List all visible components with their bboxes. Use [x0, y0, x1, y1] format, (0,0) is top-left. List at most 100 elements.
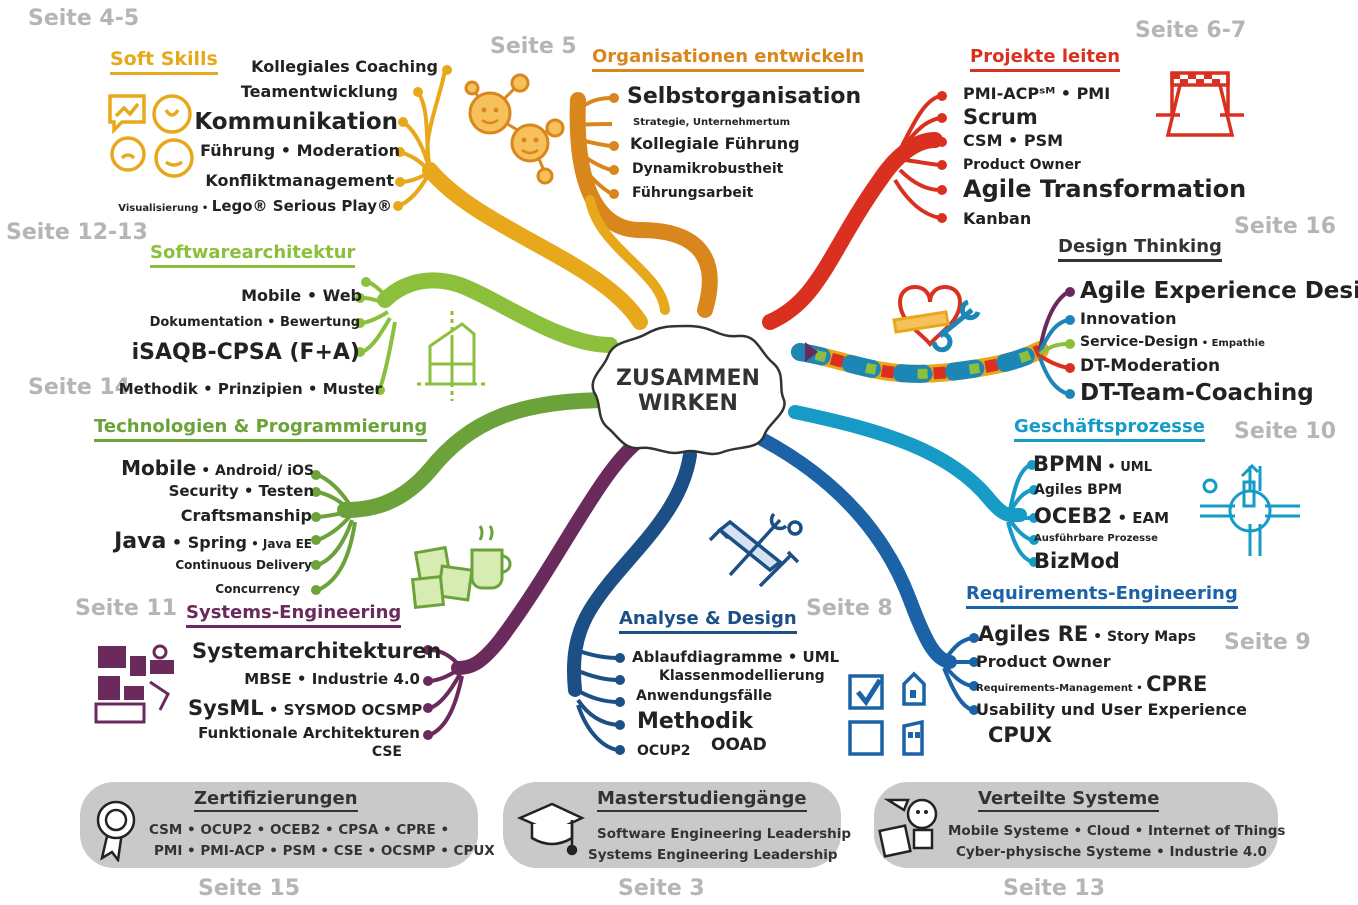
- center-label-line2: WIRKEN: [638, 391, 738, 416]
- branch-soft-skills: [422, 162, 648, 330]
- software-title: Softwarearchitektur: [150, 244, 356, 268]
- soft-skills-item-2: Teamentwicklung: [240, 82, 398, 101]
- page-label-soft-skills: Seite 4-5: [28, 6, 140, 31]
- re-item-1: Agiles RE • Story Maps: [978, 624, 1196, 645]
- se-item-4: Funktionale Architekturen: [198, 724, 420, 742]
- gp-item-3-big: OCEB2: [1034, 504, 1113, 528]
- center-label-line1: ZUSAMMEN: [616, 366, 760, 391]
- tech-row-1-big: Mobile: [121, 456, 197, 480]
- org-item-1: Selbstorganisation: [627, 84, 862, 109]
- soft-skills-item-6-big: Lego® Serious Play®: [211, 197, 392, 215]
- speech-bubbles-icon: [102, 88, 198, 184]
- se-item-3: SysML • SYSMOD OCSMP: [188, 698, 422, 719]
- projekte-title: Projekte leiten: [970, 48, 1121, 72]
- soft-skills-item-3: Kommunikation: [194, 109, 398, 135]
- gp-title: Geschäftsprozesse: [1014, 418, 1205, 442]
- projekte-item-2: Scrum: [963, 105, 1038, 129]
- software-item-1: Mobile • Web: [241, 286, 362, 305]
- design-item-4: DT-Moderation: [1080, 356, 1221, 376]
- re-item-1-small: • Story Maps: [1088, 629, 1196, 645]
- tech-row-5: Continuous Delivery: [175, 558, 312, 572]
- gp-item-2: Agiles BPM: [1034, 482, 1123, 498]
- soft-skills-item-6-small: Visualisierung •: [118, 203, 212, 214]
- zertifizierungen-line-1: CSM • OCUP2 • OCEB2 • CPSA • CPRE •: [149, 822, 450, 838]
- soft-skills-item-1: Kollegiales Coaching: [251, 57, 438, 76]
- se-item-3-small: • SYSMOD OCSMP: [263, 701, 423, 719]
- master-line-1: Software Engineering Leadership: [597, 826, 852, 842]
- page-label-verteilte: Seite 13: [1003, 876, 1106, 901]
- soft-skills-item-6: Visualisierung • Lego® Serious Play®: [118, 198, 392, 214]
- software-item-2: Dokumentation • Bewertung: [149, 315, 360, 330]
- page-label-software: Seite 12-13: [6, 220, 148, 245]
- re-item-1-big: Agiles RE: [978, 622, 1089, 646]
- software-item-3: iSAQB-CPSA (F+A): [131, 340, 360, 365]
- tech-title: Technologien & Programmierung: [94, 418, 428, 442]
- page-label-analyse: Seite 8: [806, 596, 893, 621]
- verteilte-line-1: Mobile Systeme • Cloud • Internet of Thi…: [948, 823, 1286, 839]
- gp-item-3-small: • EAM: [1112, 509, 1170, 527]
- verteilte-pill: [874, 782, 1278, 868]
- gp-item-1-small: • UML: [1102, 460, 1153, 475]
- org-item-3: Kollegiale Führung: [630, 134, 800, 153]
- design-item-3: Service-Design • Empathie: [1080, 335, 1265, 349]
- gp-item-1: BPMN • UML: [1033, 454, 1152, 475]
- tech-row-4: Java • Spring • Java EE: [114, 531, 312, 553]
- page-label-master: Seite 3: [618, 876, 705, 901]
- finish-line-icon: [1150, 65, 1250, 149]
- se-item-5: CSE: [371, 744, 402, 760]
- ad-item-5: OCUP2: [637, 743, 691, 759]
- tech-row-3: Craftsmanship: [180, 506, 312, 525]
- design-item-3-sub: • Empathie: [1198, 338, 1265, 349]
- checklist-icon: [846, 668, 942, 762]
- org-title: Organisationen entwickeln: [592, 48, 865, 72]
- page-label-technologien: Seite 14: [28, 375, 131, 400]
- tech-row-4-big: Java: [114, 529, 167, 554]
- master-line-2: Systems Engineering Leadership: [588, 847, 838, 863]
- page-label-organisation: Seite 5: [490, 34, 577, 59]
- page-label-requirements: Seite 9: [1224, 630, 1311, 655]
- tech-row-6: Concurrency: [215, 582, 300, 596]
- re-item-2: Product Owner: [976, 652, 1111, 671]
- code-coffee-icon: [410, 520, 520, 614]
- page-label-projekte: Seite 6-7: [1135, 18, 1247, 43]
- projekte-item-3: CSM • PSM: [963, 131, 1064, 150]
- design-item-5: DT-Team-Coaching: [1080, 380, 1314, 406]
- tools-icon: [700, 500, 810, 604]
- soft-skills-title: Soft Skills: [110, 50, 218, 75]
- ad-item-4: Methodik: [637, 709, 754, 734]
- re-item-4: Usability und User Experience: [976, 700, 1248, 719]
- org-item-4: Dynamikrobustheit: [632, 161, 784, 177]
- re-item-3-big: CPRE: [1146, 672, 1208, 696]
- re-item-3-small: Requirements-Management •: [976, 683, 1147, 694]
- projekte-item-5: Agile Transformation: [963, 175, 1247, 203]
- zertifizierungen-pill: [80, 782, 478, 868]
- soft-skills-item-5: Konfliktmanagement: [205, 171, 394, 190]
- verteilte-title: Verteilte Systeme: [978, 790, 1160, 812]
- gp-item-5: BizMod: [1034, 549, 1120, 573]
- design-item-2: Innovation: [1080, 309, 1177, 328]
- tech-row-1-small: • Android/ iOS: [196, 463, 314, 479]
- re-title: Requirements-Engineering: [966, 585, 1238, 609]
- projekte-item-1: PMI-ACPˢᴹ • PMI: [963, 84, 1111, 103]
- architecture-axes-icon: [412, 306, 492, 410]
- projekte-item-6: Kanban: [963, 209, 1032, 228]
- center-label: ZUSAMMEN WIRKEN: [588, 366, 788, 416]
- ad-item-2: Klassenmodellierung: [659, 668, 825, 684]
- tech-row-4-small: • Java EE: [246, 537, 312, 551]
- design-item-1: Agile Experience Design: [1080, 278, 1358, 304]
- award-ribbon-icon: [92, 798, 142, 866]
- master-title: Masterstudiengänge: [597, 790, 807, 812]
- se-item-3-big: SysML: [188, 696, 264, 720]
- soft-skills-item-4: Führung • Moderation: [200, 141, 400, 160]
- gp-item-1-big: BPMN: [1033, 452, 1103, 476]
- gp-item-4: Ausführbare Prozesse: [1034, 533, 1158, 544]
- center-node: ZUSAMMEN WIRKEN: [588, 318, 788, 458]
- system-blocks-icon: [94, 642, 180, 730]
- verteilte-line-2: Cyber-physische Systeme • Industrie 4.0: [956, 844, 1267, 860]
- zertifizierungen-title: Zertifizierungen: [194, 790, 358, 812]
- page-label-zertifizierungen: Seite 15: [198, 876, 301, 901]
- se-item-1: Systemarchitekturen: [192, 639, 442, 663]
- re-item-3: Requirements-Management • CPRE: [976, 674, 1207, 695]
- projekte-item-4: Product Owner: [963, 157, 1081, 173]
